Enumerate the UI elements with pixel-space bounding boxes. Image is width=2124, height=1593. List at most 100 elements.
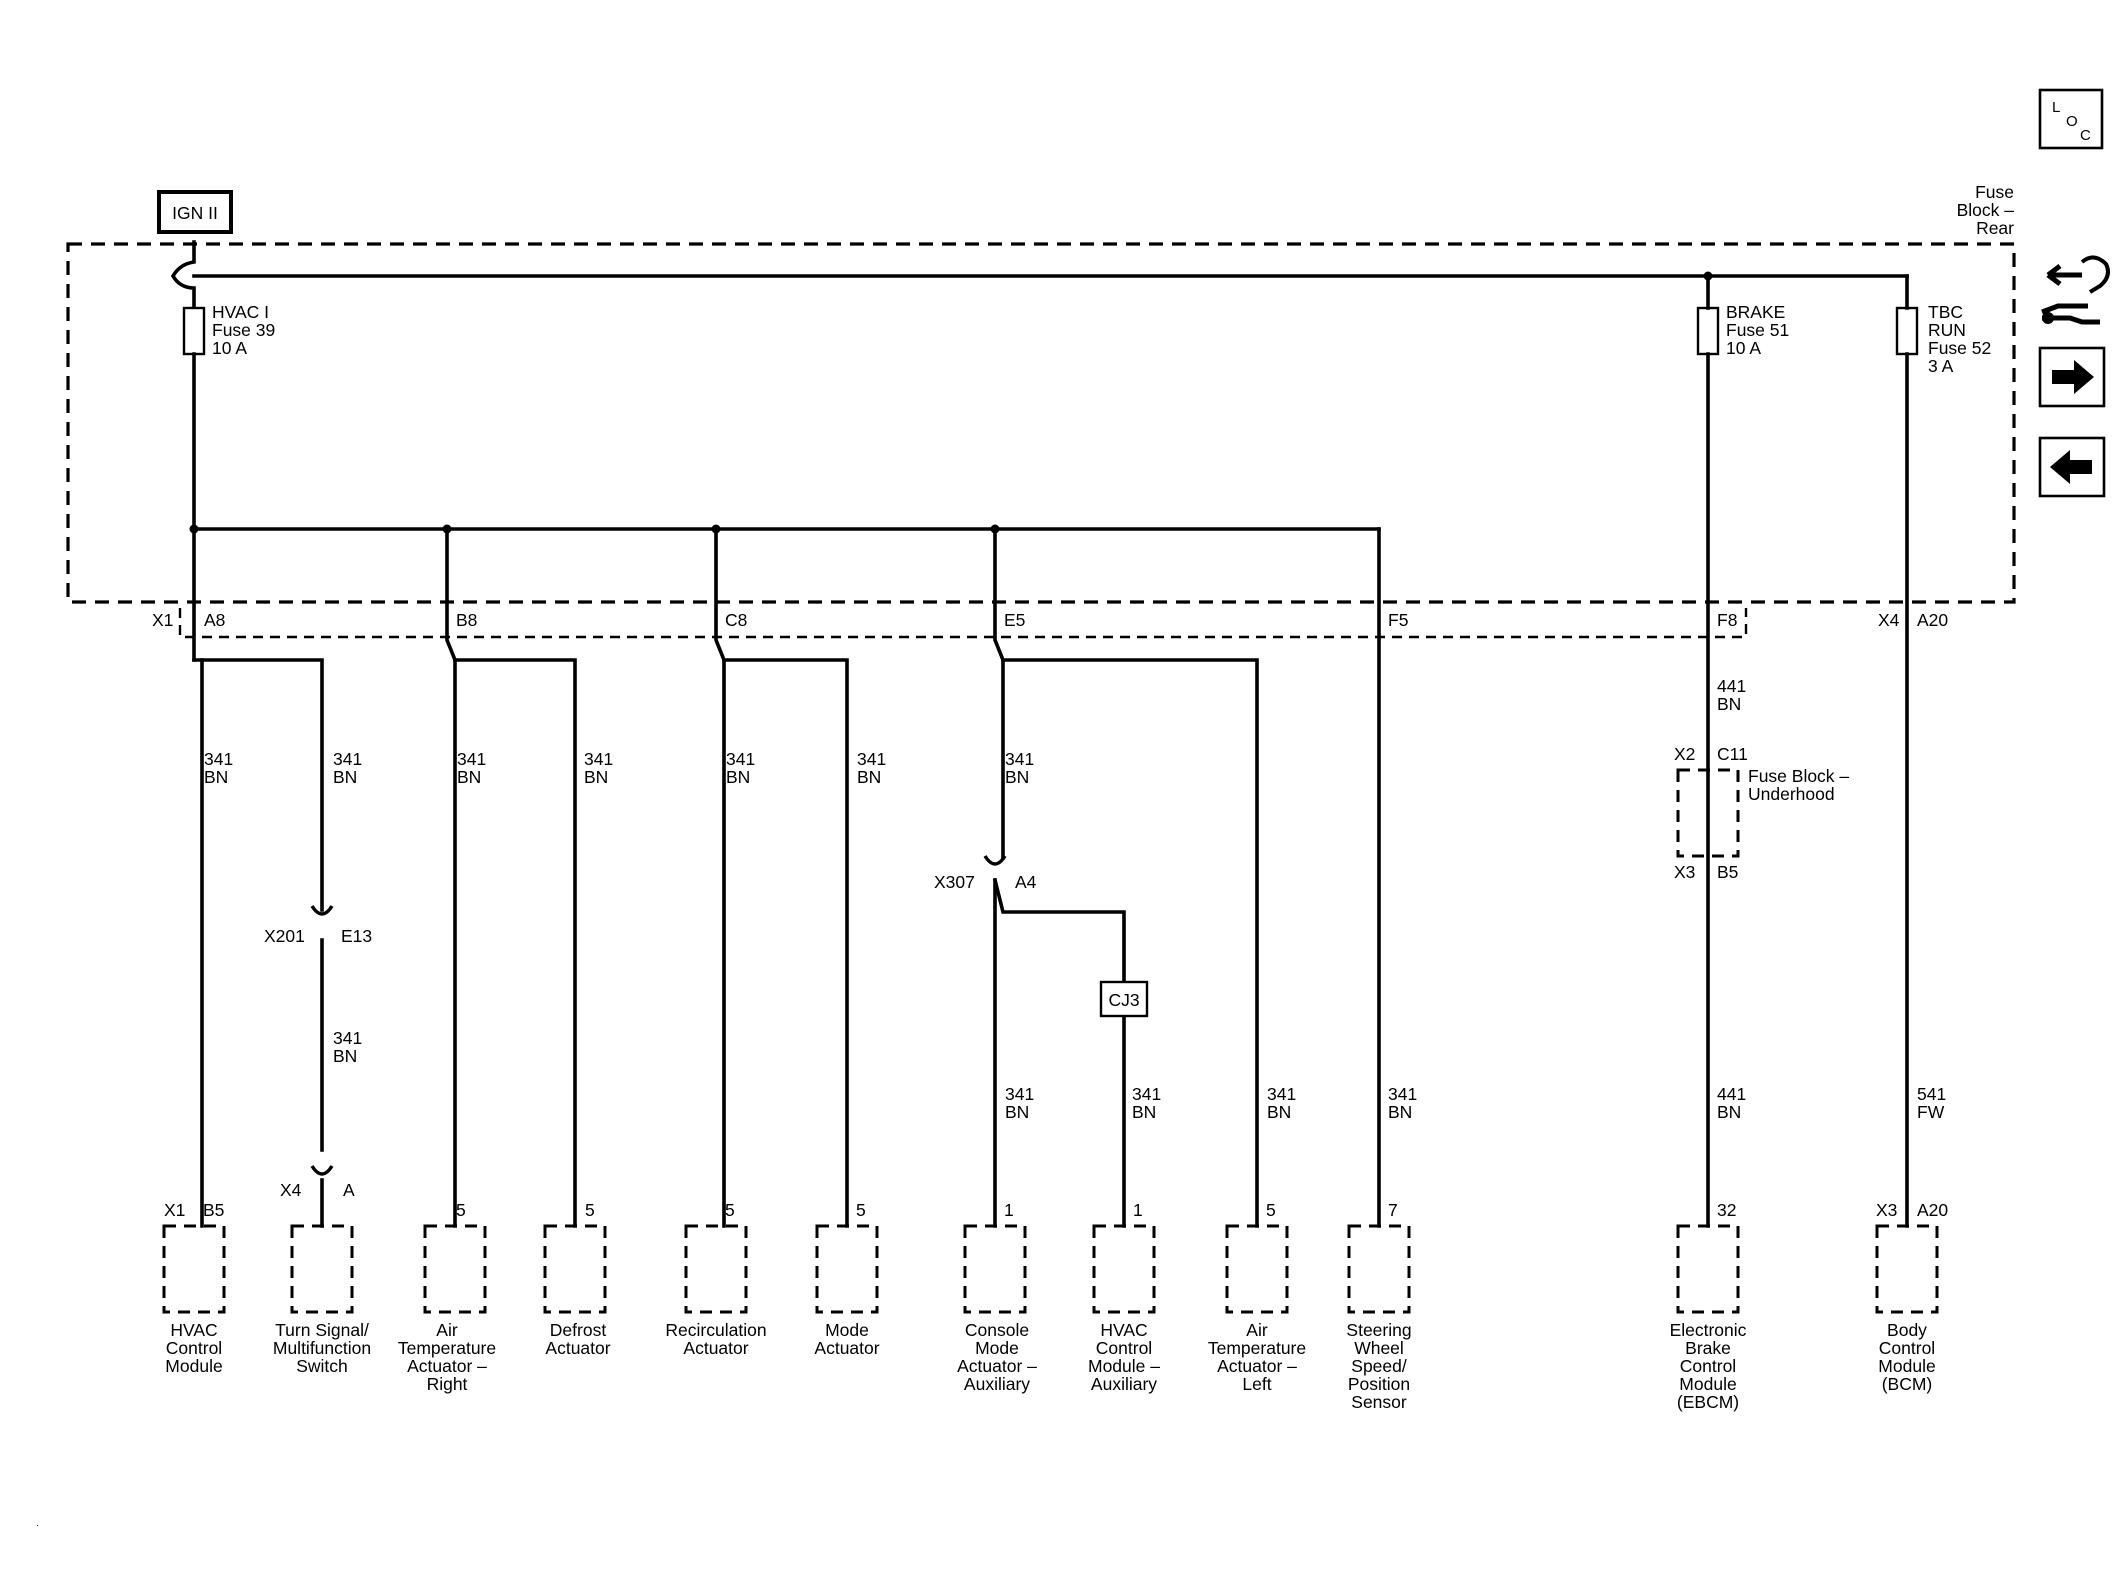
component-label-line: Control xyxy=(166,1338,222,1358)
wire-label: BN xyxy=(857,767,881,787)
component-label-line: Switch xyxy=(296,1356,348,1376)
fuse-51 xyxy=(1696,306,1720,356)
ign-feed-wire xyxy=(170,240,196,310)
wire-labels: 341 BN 341 BN 341 BN 341 BN 341 BN 341 B… xyxy=(204,676,1946,1122)
fuse-tbc-rating: 3 A xyxy=(1928,356,1954,376)
pin-label: 7 xyxy=(1388,1200,1398,1220)
component-label-line: Turn Signal/ xyxy=(275,1320,369,1340)
wire-label: 341 xyxy=(1267,1084,1296,1104)
splice-a xyxy=(189,524,199,534)
conn-c11: C11 xyxy=(1717,744,1748,764)
component-label-line: Electronic xyxy=(1670,1320,1747,1340)
fuse-brake-rating: 10 A xyxy=(1726,338,1761,358)
component-hvac-module-label: HVAC Control Module xyxy=(165,1320,222,1376)
fuse-hvac-name: HVAC I xyxy=(212,302,269,322)
component-label-line: Actuator xyxy=(814,1338,879,1358)
wire-label: 441 xyxy=(1717,1084,1746,1104)
fuse-hvac-number: Fuse 39 xyxy=(212,320,275,340)
component-label-line: Multifunction xyxy=(273,1338,371,1358)
pin-label: A xyxy=(343,1180,355,1200)
wire-e5 xyxy=(993,527,1005,860)
component-label-line: Speed/ xyxy=(1351,1356,1407,1376)
component-label-line: Module xyxy=(1878,1356,1935,1376)
component-label-line: Mode xyxy=(975,1338,1019,1358)
bcm-box xyxy=(1875,1224,1939,1314)
wire-label: FW xyxy=(1917,1102,1945,1122)
conn-x3-mid: X3 xyxy=(1674,862,1695,882)
component-label-line: Air xyxy=(436,1320,458,1340)
loc-o: O xyxy=(2066,113,2078,130)
component-label-line: (BCM) xyxy=(1882,1374,1933,1394)
component-label-line: Body xyxy=(1887,1320,1927,1340)
connector-x1-outline xyxy=(178,608,1748,639)
wire-air-temp-left xyxy=(1001,658,1259,1228)
wire-air-temp-right xyxy=(445,527,457,1228)
fuse-tbc-number: Fuse 52 xyxy=(1928,338,1991,358)
wire-label: 341 xyxy=(457,749,486,769)
component-label-line: HVAC xyxy=(1100,1320,1147,1340)
connector-x4-symbol xyxy=(310,1165,334,1176)
component-label-line: Air xyxy=(1246,1320,1268,1340)
next-arrow-icon[interactable] xyxy=(2038,346,2106,408)
loc-button[interactable]: L O C xyxy=(2038,88,2104,150)
component-bcm-label: Body Control Module (BCM) xyxy=(1878,1320,1935,1394)
pin-label: X4 xyxy=(280,1180,302,1200)
component-label-line: Actuator – xyxy=(957,1356,1037,1376)
component-label-line: Actuator xyxy=(545,1338,610,1358)
component-label-line: Module – xyxy=(1088,1356,1160,1376)
defrost-box xyxy=(543,1224,607,1314)
component-label-line: Left xyxy=(1242,1374,1271,1394)
fuse-block-underhood-outline xyxy=(1676,768,1740,858)
component-label-line: (EBCM) xyxy=(1677,1392,1739,1412)
wire-label: 341 xyxy=(1388,1084,1417,1104)
wire-mode xyxy=(722,658,849,1228)
wire-label: BN xyxy=(204,767,228,787)
wire-turn-switch xyxy=(200,658,324,912)
ign-ii-box xyxy=(157,190,233,234)
wire-recirculation xyxy=(714,527,726,1228)
air-temp-left-box xyxy=(1225,1224,1289,1314)
wire-label: 341 xyxy=(204,749,233,769)
wire-label: 341 xyxy=(726,749,755,769)
pin-label: X3 xyxy=(1876,1200,1897,1220)
corner-mark: · xyxy=(36,1520,39,1530)
component-ebcm-label: Electronic Brake Control Module (EBCM) xyxy=(1670,1320,1747,1412)
component-mode-label: Mode Actuator xyxy=(814,1320,879,1358)
loc-l: L xyxy=(2052,99,2060,116)
component-label-line: Temperature xyxy=(398,1338,496,1358)
fuse-block-rear-label-1: Fuse xyxy=(1975,182,2014,202)
previous-arrow-icon[interactable] xyxy=(2038,436,2106,498)
fuse-block-rear-label-3: Rear xyxy=(1976,218,2014,238)
fuse-brake-number: Fuse 51 xyxy=(1726,320,1789,340)
turn-switch-box xyxy=(290,1224,354,1314)
loc-c: C xyxy=(2080,127,2091,144)
steering-box xyxy=(1347,1224,1411,1314)
conn-f8: F8 xyxy=(1717,610,1737,630)
component-label-line: Actuator – xyxy=(407,1356,487,1376)
component-label-line: Brake xyxy=(1685,1338,1731,1358)
connector-x201-symbol xyxy=(310,905,334,916)
components-icon[interactable] xyxy=(2041,255,2110,325)
conn-e13: E13 xyxy=(341,926,372,946)
component-label-line: Control xyxy=(1879,1338,1935,1358)
conn-x201: X201 xyxy=(264,926,305,946)
conn-a20-top: A20 xyxy=(1917,610,1948,630)
component-label-line: Mode xyxy=(825,1320,869,1340)
fuse-tbc-name: TBC xyxy=(1928,302,1963,322)
conn-e5: E5 xyxy=(1004,610,1025,630)
component-label-line: Control xyxy=(1096,1338,1152,1358)
wire-label: BN xyxy=(1717,1102,1741,1122)
component-label-line: Actuator xyxy=(683,1338,748,1358)
fuse-block-rear-label-2: Block – xyxy=(1957,200,2015,220)
fuse-block-rear-outline xyxy=(66,242,2016,604)
conn-x1: X1 xyxy=(152,610,173,630)
hvac-module-box xyxy=(162,1224,226,1314)
conn-c8: C8 xyxy=(725,610,747,630)
wire-label: 341 xyxy=(1005,749,1034,769)
conn-x4-top: X4 xyxy=(1878,610,1900,630)
component-label-line: Recirculation xyxy=(665,1320,766,1340)
component-label-line: Module xyxy=(1679,1374,1736,1394)
wire-label: BN xyxy=(457,767,481,787)
wire-label: BN xyxy=(726,767,750,787)
wire-label: BN xyxy=(584,767,608,787)
